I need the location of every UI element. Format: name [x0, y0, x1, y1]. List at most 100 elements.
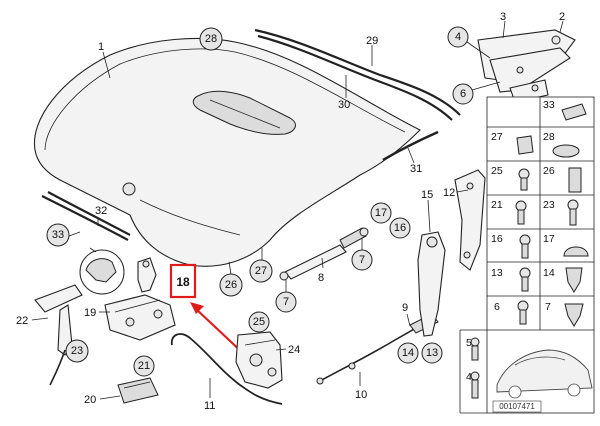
bolt-23 — [567, 199, 579, 226]
leader-line — [99, 395, 121, 400]
grid-label-26: 26 — [543, 165, 555, 177]
reference-box — [492, 400, 542, 413]
grid-label-25: 25 — [491, 165, 503, 177]
label-13-circle: 13 — [421, 342, 443, 364]
label-3: 3 — [500, 11, 506, 23]
leader-line — [102, 51, 111, 79]
label-33: 33 — [52, 229, 64, 241]
car-thumbnail — [496, 349, 593, 399]
hood-lock — [235, 331, 283, 389]
label-30: 30 — [338, 99, 350, 111]
label-27: 27 — [255, 265, 267, 277]
label-19: 19 — [84, 307, 96, 319]
leader-line — [502, 20, 506, 39]
label-8: 8 — [318, 272, 324, 284]
grid-label-4: 4 — [466, 371, 472, 383]
label-7-circle-a: 7 — [275, 291, 297, 313]
label-6: 6 — [460, 88, 466, 100]
grid-label-5: 5 — [466, 337, 472, 349]
leader-line — [321, 257, 324, 269]
leader-line — [559, 20, 564, 33]
label-25-circle: 25 — [248, 311, 270, 333]
label-12: 12 — [443, 187, 455, 199]
part-18-clip — [137, 257, 157, 293]
label-4-circle: 4 — [447, 26, 469, 48]
hood-panel — [33, 37, 421, 267]
leader-line — [471, 81, 501, 91]
label-17-circle: 17 — [370, 202, 392, 224]
front-seal-inner — [47, 191, 131, 236]
clip-27 — [516, 135, 534, 155]
label-13: 13 — [426, 347, 438, 359]
bolt-21 — [515, 200, 527, 225]
reference-code: 00107471 — [499, 402, 535, 411]
bolt-6 — [517, 300, 529, 325]
plug-28 — [552, 144, 580, 158]
label-23-circle: 23 — [65, 339, 89, 363]
support-bracket — [454, 169, 486, 271]
release-cable — [170, 333, 283, 405]
grid-label-17: 17 — [543, 233, 555, 245]
label-26-circle: 26 — [219, 273, 243, 297]
label-2: 2 — [559, 11, 565, 23]
label-1: 1 — [98, 41, 104, 53]
label-29: 29 — [366, 35, 378, 47]
clip-33 — [561, 103, 587, 121]
leader-line — [466, 41, 491, 59]
label-26: 26 — [225, 279, 237, 291]
screw-16 — [519, 234, 531, 259]
grid-label-7: 7 — [545, 301, 551, 313]
label-6-circle: 6 — [452, 83, 474, 105]
label-10: 10 — [355, 389, 367, 401]
label-27-circle: 27 — [249, 259, 273, 283]
lock-lever — [417, 231, 446, 337]
rear-seal — [382, 130, 439, 162]
label-9: 9 — [402, 302, 408, 314]
lock-bracket — [104, 294, 176, 341]
label-16-circle: 16 — [389, 217, 411, 239]
release-handle — [117, 377, 159, 404]
cap-17 — [563, 246, 589, 257]
grid-label-14: 14 — [543, 267, 555, 279]
seal-strip — [254, 28, 461, 121]
grid-label-21: 21 — [491, 199, 503, 211]
bowden-cable — [316, 313, 439, 385]
label-24: 24 — [288, 344, 300, 356]
gas-strut — [279, 227, 369, 281]
highlight-box-18: 18 — [169, 263, 197, 299]
leader-line — [31, 317, 49, 321]
grid-label-27: 27 — [491, 131, 503, 143]
leader-line — [68, 231, 81, 237]
label-7b: 7 — [359, 254, 365, 266]
label-15: 15 — [421, 189, 433, 201]
clip-7 — [564, 303, 584, 327]
grid-label-13: 13 — [491, 267, 503, 279]
leader-line — [275, 348, 287, 351]
label-14-circle: 14 — [397, 342, 419, 364]
label-11: 11 — [204, 400, 215, 412]
label-21: 21 — [138, 360, 150, 372]
bolt-5 — [470, 337, 480, 361]
grid-label-23: 23 — [543, 199, 555, 211]
leader-line — [407, 147, 415, 164]
label-33-circle: 33 — [46, 223, 70, 247]
label-28: 28 — [205, 33, 217, 45]
bolt-25 — [518, 168, 530, 191]
label-7-circle-b: 7 — [351, 249, 373, 271]
buffer-26 — [568, 167, 582, 193]
label-28-circle: 28 — [199, 27, 223, 51]
grid-label-16: 16 — [491, 233, 503, 245]
screw-13 — [519, 267, 531, 292]
label-20: 20 — [84, 394, 96, 406]
label-21-circle: 21 — [133, 355, 155, 377]
label-23: 23 — [71, 345, 83, 357]
leader-line — [456, 189, 469, 193]
label-25: 25 — [253, 316, 265, 328]
label-32: 32 — [95, 205, 107, 217]
label-4: 4 — [455, 31, 461, 43]
clip-14 — [565, 267, 583, 293]
grid-label-6: 6 — [494, 301, 500, 313]
leader-line — [427, 199, 431, 233]
label-17: 17 — [375, 207, 387, 219]
